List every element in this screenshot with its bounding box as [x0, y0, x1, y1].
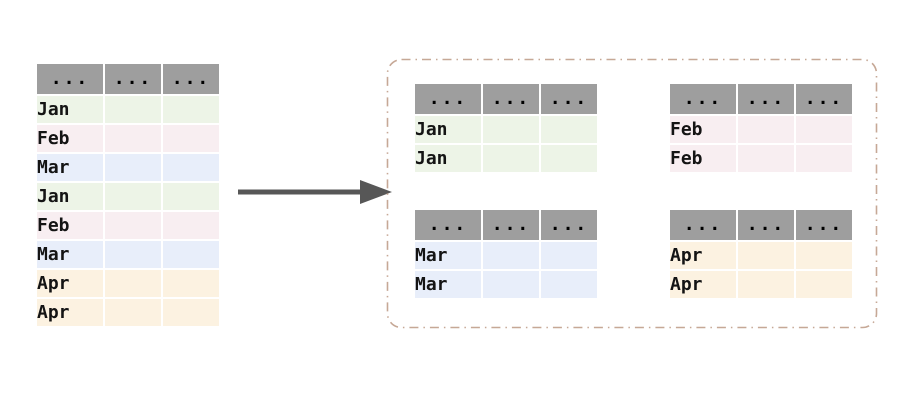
header-cell: ...	[541, 84, 597, 114]
empty-cell	[796, 116, 852, 143]
table-row: Feb	[670, 145, 852, 172]
table-row: Apr	[670, 242, 852, 269]
empty-cell	[738, 271, 794, 298]
empty-cell	[796, 145, 852, 172]
table-row: Jan	[415, 116, 597, 143]
source-table-header-row: ... ... ...	[37, 64, 219, 94]
month-cell: Mar	[37, 154, 103, 181]
month-cell: Jan	[415, 116, 481, 143]
header-cell: ...	[37, 64, 103, 94]
empty-cell	[796, 271, 852, 298]
empty-cell	[105, 183, 161, 210]
month-cell: Mar	[415, 242, 481, 269]
group-table-header-row: ... ... ...	[415, 210, 597, 240]
header-cell: ...	[738, 84, 794, 114]
month-cell: Feb	[670, 145, 736, 172]
month-cell: Jan	[37, 96, 103, 123]
empty-cell	[541, 271, 597, 298]
table-row: Mar	[415, 271, 597, 298]
table-row: Jan	[415, 145, 597, 172]
table-row: Mar	[37, 241, 219, 268]
empty-cell	[105, 125, 161, 152]
empty-cell	[163, 299, 219, 326]
month-cell: Mar	[37, 241, 103, 268]
empty-cell	[163, 241, 219, 268]
empty-cell	[163, 125, 219, 152]
table-row: Feb	[37, 212, 219, 239]
month-cell: Mar	[415, 271, 481, 298]
month-cell: Apr	[37, 299, 103, 326]
right-arrow-icon	[238, 180, 392, 204]
empty-cell	[105, 241, 161, 268]
group-panel-border	[386, 58, 878, 329]
header-cell: ...	[670, 84, 736, 114]
group-table-apr: ... ... ... Apr Apr	[668, 208, 854, 300]
header-cell: ...	[105, 64, 161, 94]
group-table-mar: ... ... ... Mar Mar	[413, 208, 599, 300]
empty-cell	[105, 299, 161, 326]
header-cell: ...	[415, 210, 481, 240]
empty-cell	[738, 145, 794, 172]
header-cell: ...	[541, 210, 597, 240]
table-row: Feb	[37, 125, 219, 152]
group-table-header-row: ... ... ...	[670, 84, 852, 114]
table-row: Apr	[670, 271, 852, 298]
table-row: Apr	[37, 270, 219, 297]
header-cell: ...	[163, 64, 219, 94]
month-cell: Apr	[670, 271, 736, 298]
empty-cell	[163, 270, 219, 297]
empty-cell	[105, 270, 161, 297]
empty-cell	[163, 96, 219, 123]
source-table: ... ... ... Jan Feb Mar Jan Feb	[35, 62, 221, 328]
empty-cell	[541, 116, 597, 143]
header-cell: ...	[738, 210, 794, 240]
empty-cell	[105, 96, 161, 123]
empty-cell	[483, 242, 539, 269]
empty-cell	[483, 145, 539, 172]
table-row: Mar	[37, 154, 219, 181]
empty-cell	[105, 154, 161, 181]
month-cell: Feb	[37, 212, 103, 239]
month-cell: Feb	[37, 125, 103, 152]
empty-cell	[738, 242, 794, 269]
group-table-feb: ... ... ... Feb Feb	[668, 82, 854, 174]
table-row: Jan	[37, 183, 219, 210]
empty-cell	[796, 242, 852, 269]
group-table-header-row: ... ... ...	[670, 210, 852, 240]
month-cell: Apr	[37, 270, 103, 297]
table-row: Feb	[670, 116, 852, 143]
empty-cell	[163, 154, 219, 181]
empty-cell	[541, 145, 597, 172]
empty-cell	[541, 242, 597, 269]
header-cell: ...	[796, 84, 852, 114]
header-cell: ...	[415, 84, 481, 114]
table-row: Mar	[415, 242, 597, 269]
empty-cell	[483, 116, 539, 143]
empty-cell	[163, 212, 219, 239]
month-cell: Jan	[415, 145, 481, 172]
group-table-jan: ... ... ... Jan Jan	[413, 82, 599, 174]
empty-cell	[163, 183, 219, 210]
month-cell: Jan	[37, 183, 103, 210]
header-cell: ...	[483, 84, 539, 114]
header-cell: ...	[483, 210, 539, 240]
month-cell: Apr	[670, 242, 736, 269]
header-cell: ...	[796, 210, 852, 240]
table-row: Apr	[37, 299, 219, 326]
empty-cell	[483, 271, 539, 298]
month-cell: Feb	[670, 116, 736, 143]
table-row: Jan	[37, 96, 219, 123]
group-table-header-row: ... ... ...	[415, 84, 597, 114]
empty-cell	[738, 116, 794, 143]
header-cell: ...	[670, 210, 736, 240]
empty-cell	[105, 212, 161, 239]
